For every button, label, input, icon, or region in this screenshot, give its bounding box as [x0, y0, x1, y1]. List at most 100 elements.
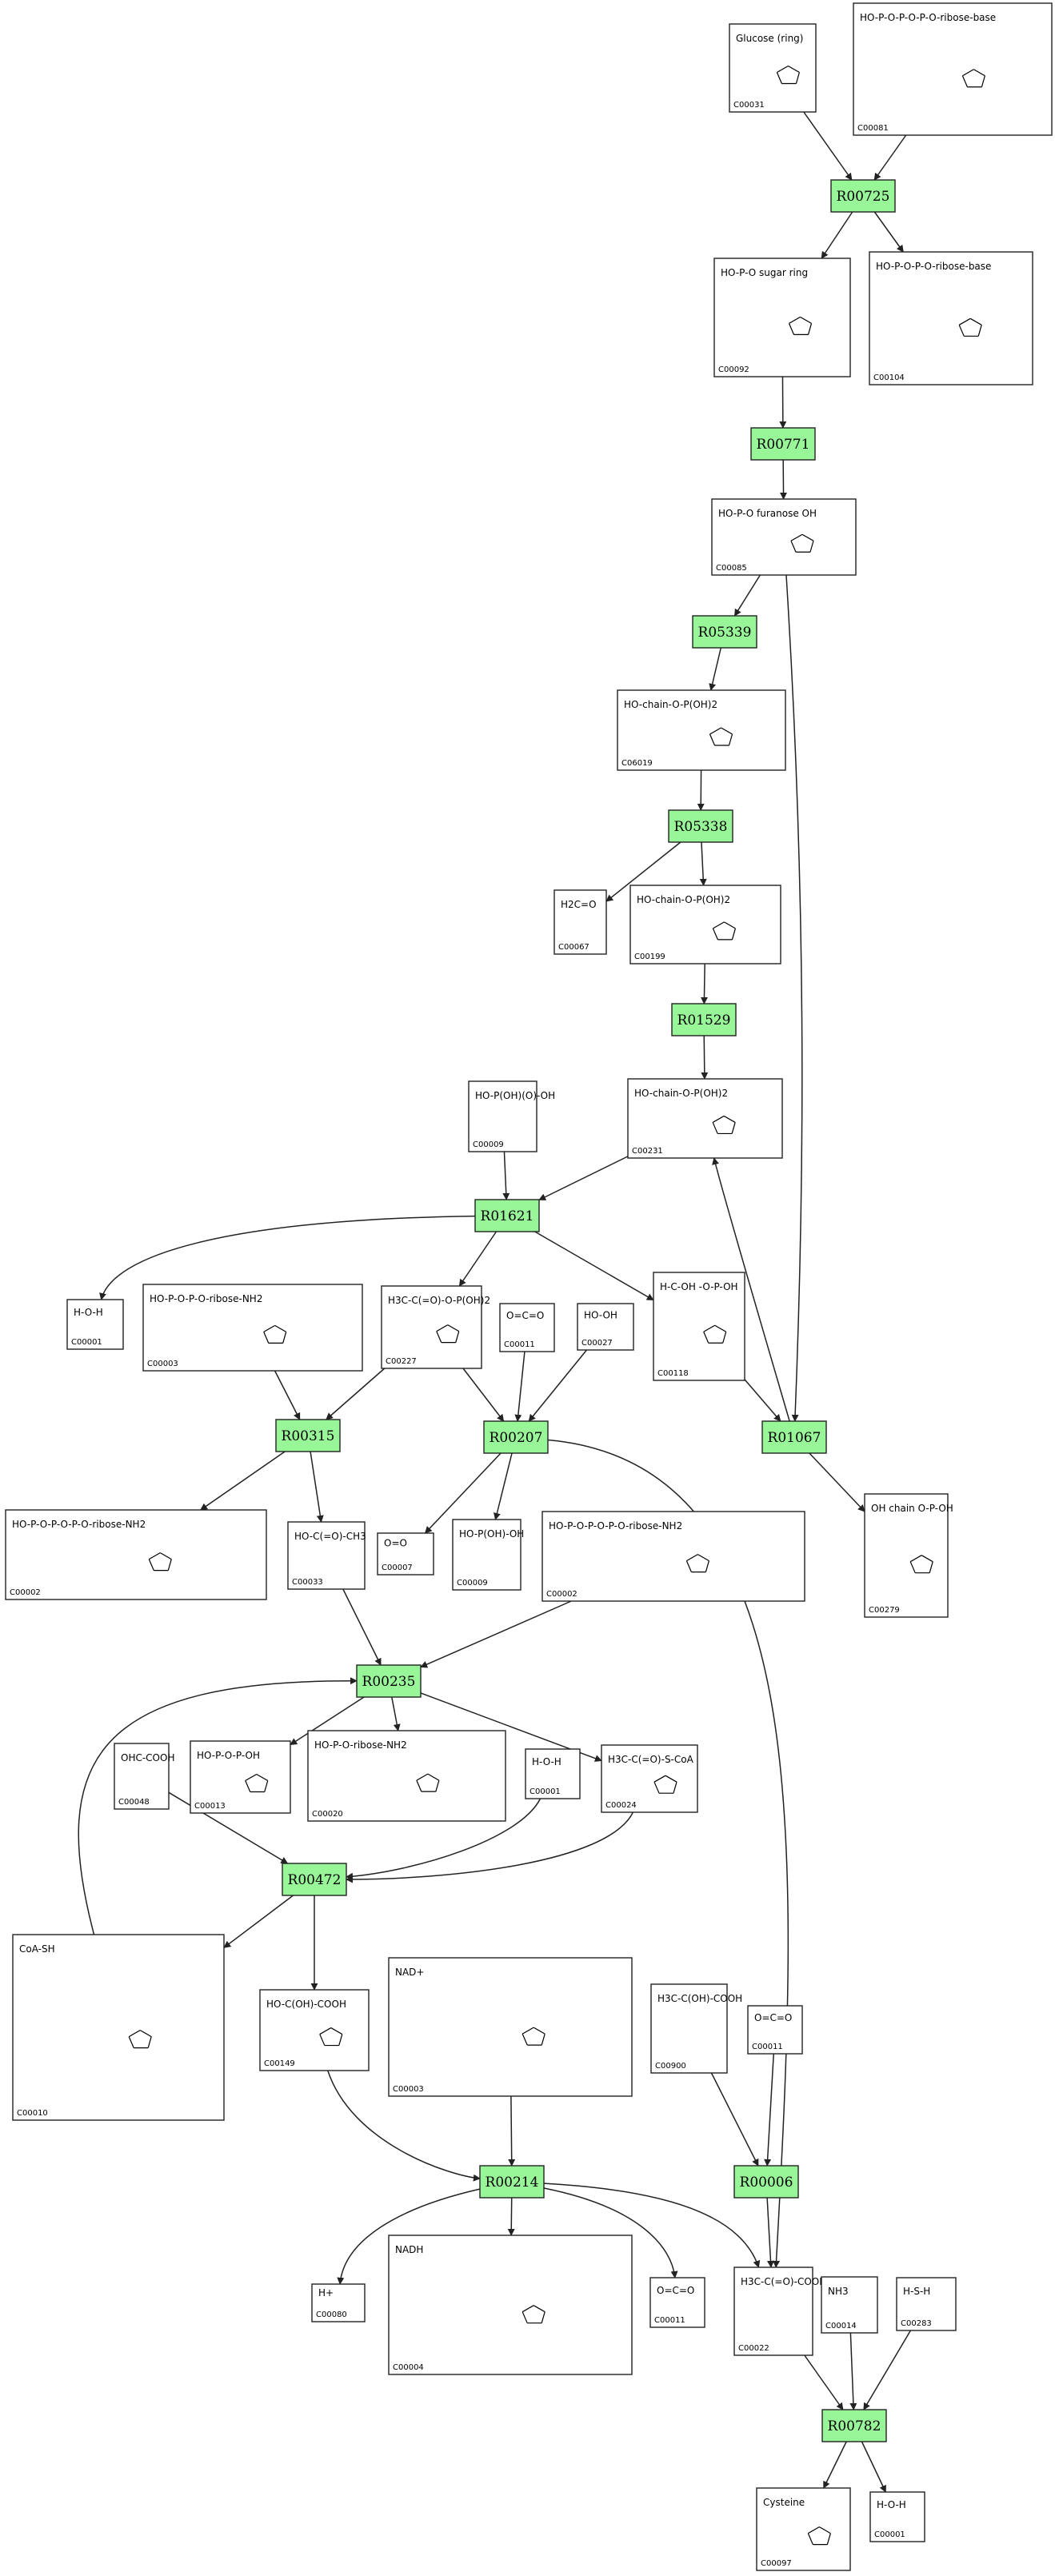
compound-box[interactable] [711, 498, 857, 576]
reaction-r00207[interactable]: R00207 [483, 1420, 549, 1454]
reaction-r00725[interactable]: R00725 [830, 179, 896, 213]
compound-box[interactable] [617, 689, 786, 771]
compound-box[interactable] [601, 1744, 698, 1813]
reaction-box[interactable] [821, 2409, 887, 2442]
compound-box[interactable] [821, 2276, 878, 2334]
compound-box[interactable] [311, 2283, 366, 2322]
reaction-r00782[interactable]: R00782 [821, 2409, 887, 2442]
compound-box[interactable] [5, 1509, 267, 1600]
compound-box[interactable] [853, 2, 1053, 136]
compound-box[interactable] [864, 1493, 949, 1618]
reaction-r05338[interactable]: R05338 [668, 809, 733, 843]
reaction-r01067[interactable]: R01067 [761, 1420, 827, 1454]
reaction-box[interactable] [830, 179, 896, 213]
compound-box[interactable] [869, 251, 1033, 385]
compound-c00031_top[interactable]: Glucose (ring)C00031 [729, 23, 817, 113]
reaction-box[interactable] [483, 1420, 549, 1454]
reaction-r00315[interactable]: R00315 [275, 1419, 341, 1452]
compound-box[interactable] [649, 2277, 705, 2328]
reaction-box[interactable] [733, 2165, 799, 2199]
reaction-box[interactable] [282, 1863, 347, 1896]
compound-box[interactable] [499, 1303, 555, 1352]
reaction-r00472[interactable]: R00472 [282, 1863, 347, 1896]
compound-box[interactable] [577, 1303, 634, 1351]
reaction-box[interactable] [671, 1003, 737, 1036]
compound-box[interactable] [12, 1934, 225, 2121]
reaction-box[interactable] [692, 615, 757, 649]
reaction-r05339[interactable]: R05339 [692, 615, 757, 649]
compound-box[interactable] [627, 1078, 783, 1159]
compound-box[interactable] [381, 1285, 482, 1369]
compound-box[interactable] [142, 1284, 363, 1372]
compound-box[interactable] [66, 1299, 124, 1350]
compound-box[interactable] [713, 258, 851, 377]
compound-box[interactable] [388, 2235, 633, 2375]
compound-box[interactable] [307, 1730, 506, 1822]
reaction-r01529[interactable]: R01529 [671, 1003, 737, 1036]
reaction-box[interactable] [275, 1419, 341, 1452]
compound-box[interactable] [756, 2487, 851, 2571]
reaction-box[interactable] [479, 2165, 545, 2199]
compound-box[interactable] [259, 1989, 370, 2071]
compound-c00080[interactable]: H+C00080 [311, 2283, 366, 2322]
reaction-r00214[interactable]: R00214 [479, 2165, 545, 2199]
compound-box[interactable] [114, 1743, 170, 1810]
compound-box[interactable] [377, 1532, 434, 1576]
compound-box[interactable] [650, 1983, 728, 2074]
reaction-box[interactable] [474, 1199, 540, 1232]
reaction-r01621[interactable]: R01621 [474, 1199, 540, 1232]
compound-box[interactable] [869, 2491, 925, 2542]
compound-c00003_b[interactable]: NAD+C00003 [388, 1957, 633, 2097]
compound-box[interactable] [653, 1272, 745, 1381]
reaction-r00771[interactable]: R00771 [750, 427, 816, 461]
reaction-box[interactable] [750, 427, 816, 461]
compound-box[interactable] [896, 2277, 957, 2331]
reaction-box[interactable] [668, 809, 733, 843]
compound-box[interactable] [287, 1521, 366, 1590]
compound-box[interactable] [747, 2005, 803, 2055]
compound-box[interactable] [388, 1957, 633, 2097]
compound-box[interactable] [729, 23, 817, 113]
reaction-r00235[interactable]: R00235 [356, 1664, 422, 1698]
reaction-r00006[interactable]: R00006 [733, 2165, 799, 2199]
compound-box[interactable] [525, 1748, 581, 1799]
compound-box[interactable] [541, 1511, 805, 1602]
compound-box[interactable] [190, 1740, 291, 1814]
compound-box[interactable] [553, 889, 607, 955]
reaction-box[interactable] [356, 1664, 422, 1698]
